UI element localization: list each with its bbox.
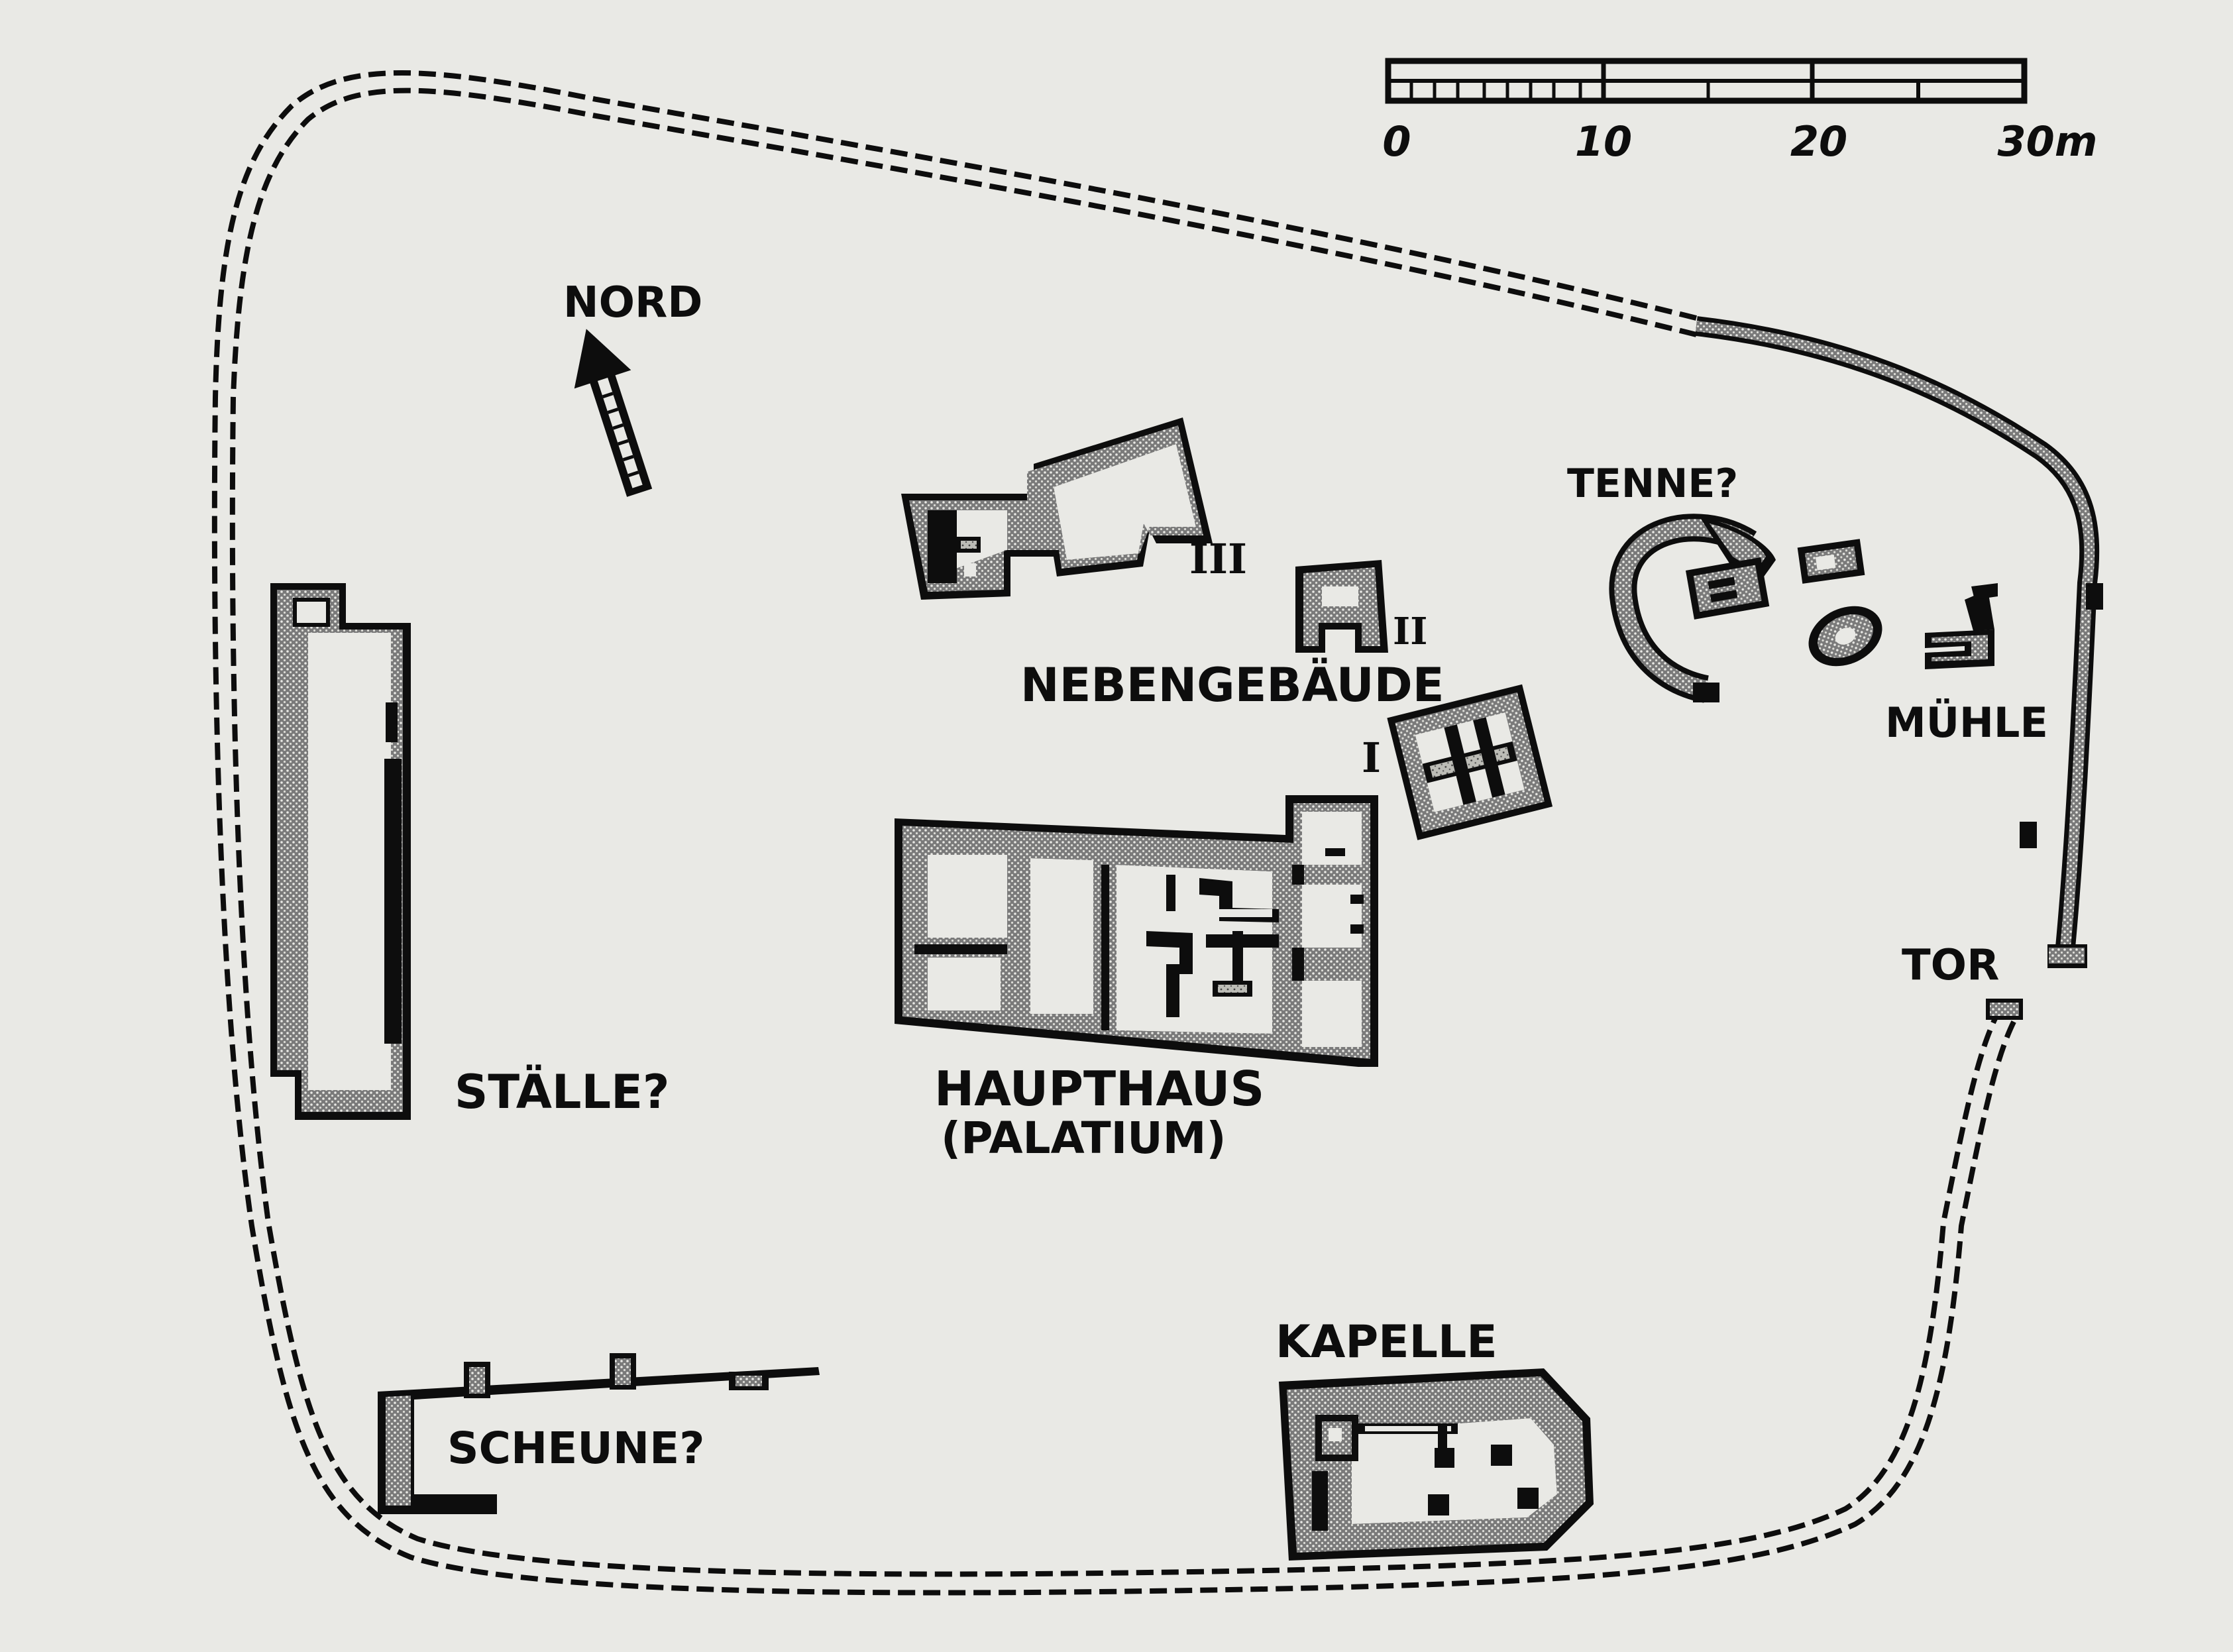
building-kapelle xyxy=(1279,1368,1594,1561)
building-scheune xyxy=(378,1353,820,1514)
label-kapelle: KAPELLE xyxy=(1276,1316,1498,1368)
roman-numeral-3: III xyxy=(1189,535,1247,583)
enclosure-palisade xyxy=(211,70,2017,1596)
label-palatium: (PALATIUM) xyxy=(941,1113,1226,1164)
building-nebengebaeude-3 xyxy=(901,417,1213,600)
label-muehle: MÜHLE xyxy=(1885,698,2048,747)
label-tor: TOR xyxy=(1902,941,1999,990)
label-scheune: SCHEUNE? xyxy=(447,1423,705,1474)
building-muehle xyxy=(1925,583,1998,669)
building-staelle xyxy=(270,583,411,1120)
label-staelle: STÄLLE? xyxy=(455,1065,670,1119)
building-haupthaus xyxy=(895,795,1378,1067)
north-label: NORD xyxy=(563,278,702,327)
building-nebengebaeude-2 xyxy=(1295,560,1388,653)
building-tenne xyxy=(1609,514,1882,703)
label-nebengebaeude: NEBENGEBÄUDE xyxy=(1020,658,1444,712)
label-haupthaus: HAUPTHAUS xyxy=(934,1061,1264,1117)
scale-tick-label-20: 20 xyxy=(1790,117,1847,166)
north-arrow-icon xyxy=(574,329,653,497)
east-enclosure-wall xyxy=(1695,316,2103,968)
roman-numeral-1: I xyxy=(1362,734,1381,782)
label-tenne: TENNE? xyxy=(1567,461,1738,507)
scale-tick-label-0: 0 xyxy=(1382,117,1411,166)
gate-wall-fragment xyxy=(1986,999,2023,1020)
scale-tick-label-10: 10 xyxy=(1575,117,1632,166)
scale-tick-label-30m: 30m xyxy=(1998,117,2098,166)
scale-bar: 0 10 20 30m xyxy=(1382,58,2098,166)
roman-numeral-2: II xyxy=(1393,610,1427,653)
building-nebengebaeude-1 xyxy=(1387,684,1553,840)
